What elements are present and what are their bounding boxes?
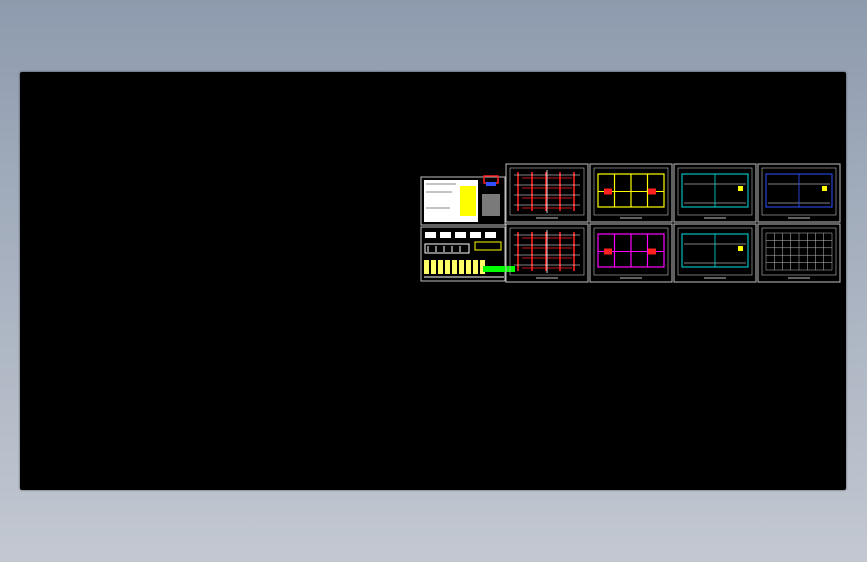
schedule-sheet[interactable] bbox=[420, 226, 515, 282]
plan-sheet-8[interactable] bbox=[757, 223, 841, 283]
plan-sheet-6[interactable] bbox=[589, 223, 673, 283]
plan-sheet-7[interactable] bbox=[673, 223, 757, 283]
cover-sheet[interactable] bbox=[420, 175, 506, 226]
plan-sheet-2[interactable] bbox=[589, 163, 673, 223]
plan-sheet-3[interactable] bbox=[673, 163, 757, 223]
plan-sheet-1[interactable] bbox=[505, 163, 589, 223]
plan-sheet-4[interactable] bbox=[757, 163, 841, 223]
drawing-canvas[interactable] bbox=[20, 72, 846, 490]
plan-sheet-5[interactable] bbox=[505, 223, 589, 283]
cad-model-viewport[interactable] bbox=[20, 72, 846, 490]
